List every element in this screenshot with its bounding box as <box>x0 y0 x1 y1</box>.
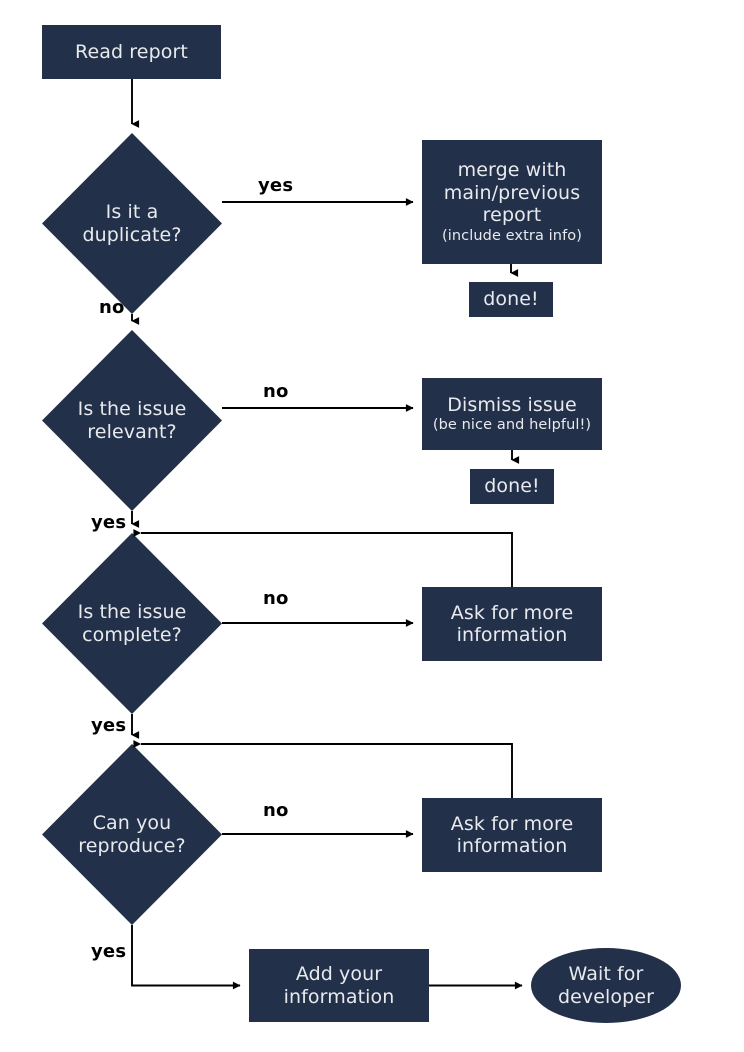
edge-ask1-loop-to-complete <box>133 529 513 587</box>
edge-reproduce-yes-to-add-info <box>131 925 241 990</box>
shape-can-reproduce[interactable] <box>42 744 222 925</box>
shape-is-duplicate[interactable] <box>42 133 222 314</box>
edge-ask2-loop-to-reproduce <box>133 740 513 798</box>
shape-is-relevant[interactable] <box>42 330 222 511</box>
shape-done-2[interactable] <box>470 469 554 504</box>
shape-ask-more-2[interactable] <box>422 798 602 872</box>
shape-merge-report[interactable] <box>422 140 602 264</box>
shape-is-complete[interactable] <box>42 533 222 714</box>
shape-dismiss-issue[interactable] <box>422 378 602 450</box>
shape-done-1[interactable] <box>469 282 553 317</box>
shape-ask-more-1[interactable] <box>422 587 602 661</box>
shape-read-report[interactable] <box>42 25 221 79</box>
shape-add-info[interactable] <box>249 949 429 1022</box>
shape-wait-developer[interactable] <box>531 948 681 1023</box>
